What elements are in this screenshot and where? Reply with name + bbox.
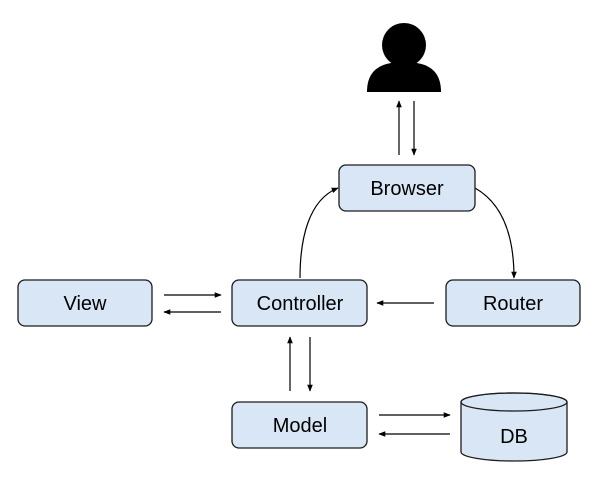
node-router: Router <box>445 279 581 327</box>
node-browser: Browser <box>338 164 476 212</box>
node-router-label: Router <box>483 293 543 315</box>
user-icon <box>367 23 441 92</box>
node-model-label: Model <box>273 415 327 437</box>
node-browser-label: Browser <box>370 178 444 200</box>
node-model: Model <box>231 401 368 449</box>
edge-browser-to-router <box>474 187 517 279</box>
node-controller: Controller <box>231 279 368 327</box>
node-controller-label: Controller <box>257 293 344 315</box>
node-view: View <box>17 279 153 327</box>
edge-controller-to-browser <box>299 187 339 279</box>
node-db-label: DB <box>500 426 528 448</box>
node-view-label: View <box>64 293 108 315</box>
node-db: DB <box>460 392 568 462</box>
